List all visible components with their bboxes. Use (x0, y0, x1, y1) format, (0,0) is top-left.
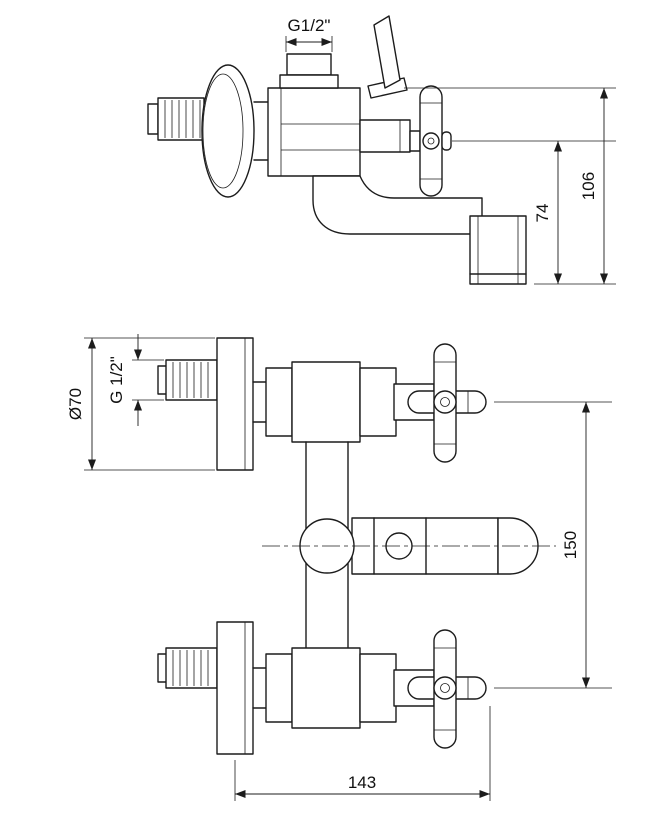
dim-inlet-thread-side: G1/2" (285, 16, 333, 52)
body-bottom-row (252, 647, 435, 729)
dim-port-spacing: 150 (494, 401, 612, 689)
spout-arm (312, 175, 483, 235)
body-block-main (291, 361, 361, 443)
thread-lines (172, 650, 209, 686)
handle-hub (433, 390, 457, 414)
handle-hub-dot (440, 683, 450, 693)
body-block (265, 367, 293, 437)
body-outline (267, 87, 361, 177)
pipe-body (165, 647, 218, 689)
cross-handle-top (407, 343, 487, 463)
pipe-body (157, 97, 205, 141)
diverter-lever (367, 15, 408, 99)
handle-hub (422, 132, 440, 150)
dim-spout-height: 74 (452, 140, 616, 285)
pipe-body (165, 359, 218, 401)
lever-blade (373, 15, 401, 89)
inlet-bottom (157, 621, 254, 755)
shower-outlet-pipe (147, 97, 205, 141)
handle-hub-dot (427, 137, 435, 145)
dim-label-inlet-thread: G 1/2" (107, 356, 126, 404)
handle-connector (359, 119, 411, 153)
handle-stem (409, 130, 421, 152)
wall-flange (216, 337, 254, 471)
front-view: Ø70 G 1/2" 150 143 (66, 334, 612, 801)
pipe-tip (147, 103, 159, 135)
dim-overall-width: 143 (234, 706, 491, 801)
dim-flange-diameter: Ø70 (66, 337, 215, 471)
dim-overall-height: 106 (404, 87, 616, 284)
body-block (265, 653, 293, 723)
wall-flange (216, 621, 254, 755)
flange-rim (202, 73, 244, 189)
dim-inlet-thread-front: G 1/2" (107, 334, 164, 426)
body-block (359, 653, 397, 723)
handle-hub (433, 676, 457, 700)
mixer-body-side (267, 87, 361, 177)
flange-ellipse (201, 64, 255, 198)
dim-label-spout-height: 74 (533, 204, 552, 223)
inlet-collar (279, 74, 339, 89)
inlet-top (157, 337, 254, 471)
spout-side (312, 175, 527, 285)
body-block-main (291, 647, 361, 729)
dim-label-inlet-thread: G1/2" (288, 16, 331, 35)
side-view: G1/2" 74 106 (147, 15, 616, 285)
body-risers (305, 441, 349, 649)
dim-label-overall-width: 143 (348, 773, 376, 792)
dim-label-overall-height: 106 (579, 172, 598, 200)
cross-handle-side (359, 85, 452, 197)
spout-outlet (469, 215, 527, 285)
body-block (359, 367, 397, 437)
handle-end-cap (441, 131, 452, 151)
inlet-port-top (279, 53, 339, 89)
thread-lines (164, 100, 201, 138)
thread-lines (172, 362, 209, 398)
inlet-port (286, 53, 332, 76)
wall-flange-side (201, 64, 269, 198)
cross-handle-bottom (407, 629, 487, 749)
body-top-row (252, 361, 435, 443)
handle-hub-dot (440, 397, 450, 407)
dim-label-port-spacing: 150 (561, 531, 580, 559)
dim-label-flange-diameter: Ø70 (66, 388, 85, 420)
diverter-assembly (262, 517, 556, 575)
